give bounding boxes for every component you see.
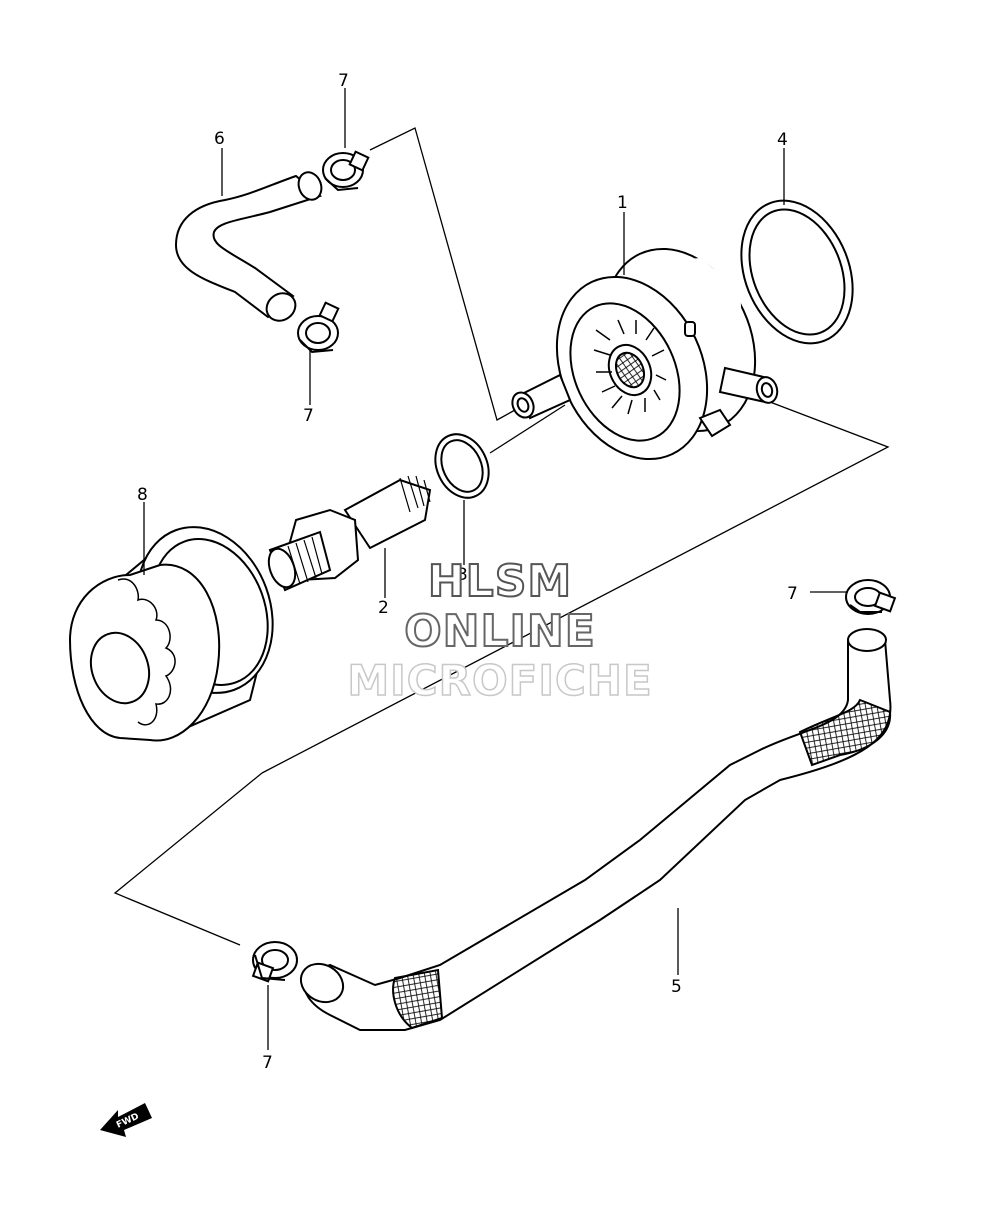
callout-7-left: 7 [303, 406, 314, 426]
watermark-line-2: ONLINE [403, 605, 596, 658]
callout-8: 8 [137, 485, 148, 505]
hose-clamp-7d [251, 941, 298, 983]
hose-clamp-7b [297, 301, 340, 354]
union-bolt-2 [267, 475, 432, 592]
callout-7-bottom: 7 [262, 1053, 273, 1073]
callout-5: 5 [671, 977, 682, 997]
watermark-line-1: HLSM [427, 555, 573, 608]
oil-cooler-1 [555, 247, 757, 461]
fwd-arrow-icon: FWD [100, 1103, 152, 1137]
cooler-outlet-pipe [718, 366, 779, 404]
o-ring-3 [434, 433, 490, 499]
watermark-line-3: MICROFICHE [347, 655, 653, 706]
leader-lines [143, 88, 848, 1050]
callout-7-right: 7 [787, 584, 798, 604]
callout-2: 2 [378, 598, 389, 618]
oil-filter-8 [68, 526, 274, 742]
callout-7-top: 7 [338, 71, 349, 91]
upper-hose-6 [174, 171, 323, 322]
cooler-inlet-pipe [511, 373, 572, 420]
hose-clamp-7a [322, 150, 370, 192]
hose-clamp-7c [845, 579, 897, 615]
callout-3: 3 [457, 565, 468, 585]
callout-4: 4 [777, 130, 788, 150]
o-ring-4 [740, 199, 854, 345]
callout-1: 1 [617, 193, 628, 213]
assembly-guide-lines [113, 127, 890, 946]
lower-hose-5 [299, 628, 892, 1031]
callout-6: 6 [214, 129, 225, 149]
